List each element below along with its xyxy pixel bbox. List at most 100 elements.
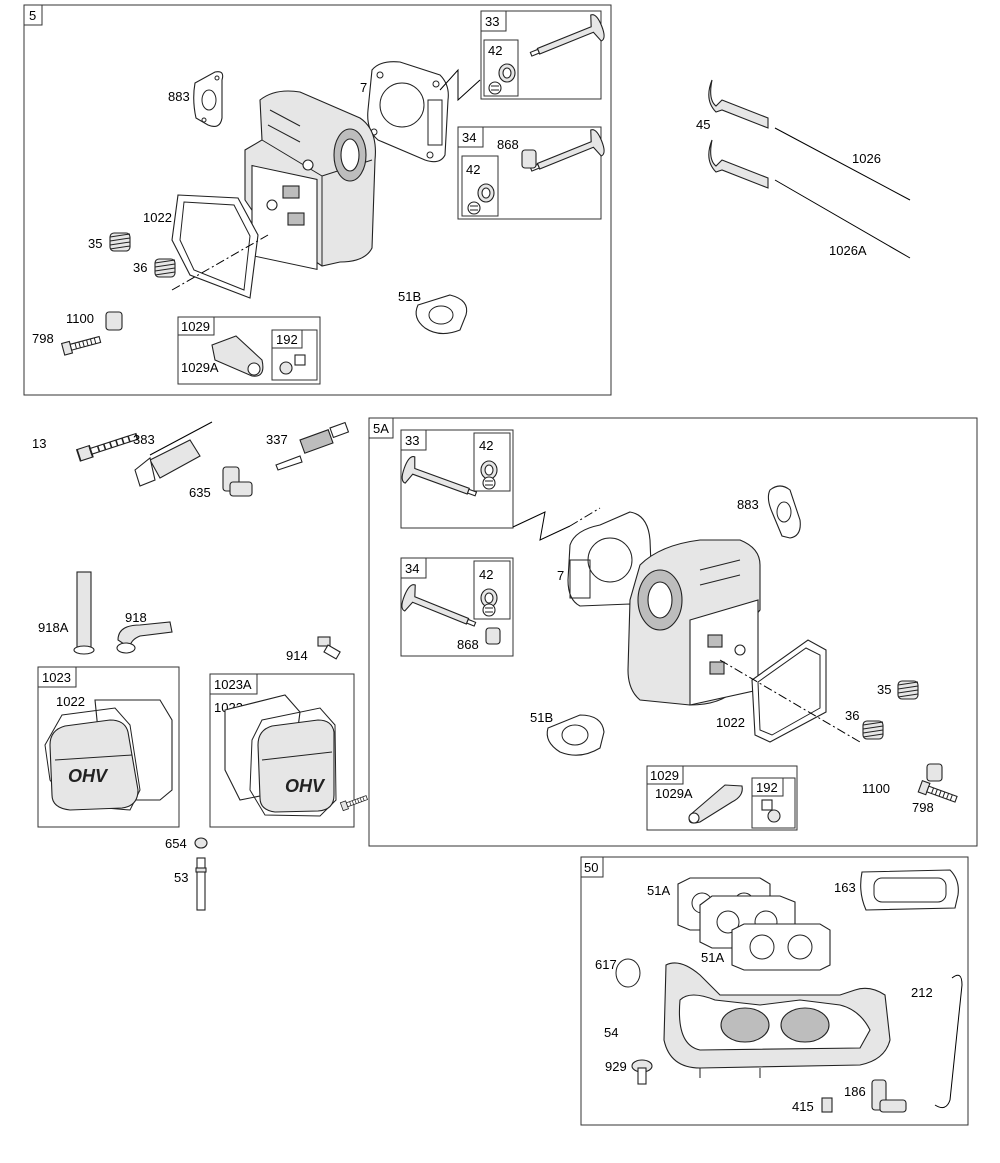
group-50: 50 51A 51A 163 617 212 — [339, 793, 969, 1126]
box-5a-1029-extra: 1029A — [655, 786, 693, 801]
box-5a-1029 — [646, 765, 798, 831]
label-383: 383 — [133, 432, 155, 447]
box-5a-34-extra: 868 — [457, 637, 479, 652]
rocker-gasket-5a-1022 — [751, 639, 827, 743]
bolt-798 — [61, 333, 102, 356]
label-53: 53 — [174, 870, 188, 885]
gasket-5a-51b — [546, 714, 605, 756]
label-13: 13 — [32, 436, 46, 451]
cover-logo-1023: OHV — [68, 766, 109, 786]
label-635: 635 — [189, 485, 211, 500]
fitting-186 — [871, 1079, 907, 1113]
valve-33 — [525, 12, 608, 68]
label-5a-35: 35 — [877, 682, 891, 697]
box-5a-33-sub: 42 — [479, 438, 493, 453]
label-415: 415 — [792, 1099, 814, 1114]
screw-914 — [317, 636, 341, 660]
cover-logo-1023a: OHV — [285, 776, 326, 796]
box-34-extra: 868 — [497, 137, 519, 152]
label-212: 212 — [911, 985, 933, 1000]
label-163: 163 — [834, 880, 856, 895]
label-929: 929 — [605, 1059, 627, 1074]
rocker-gasket-1022 — [171, 194, 259, 299]
box-1023a: 1023A 1022 OHV — [209, 673, 355, 828]
group-5-frame — [23, 4, 612, 396]
label-617: 617 — [595, 957, 617, 972]
pushrods: 45 1026 1026A — [696, 79, 911, 259]
box-1023-tag: 1023 — [42, 670, 71, 685]
label-1100: 1100 — [66, 311, 94, 326]
box-5a-34-tag: 34 — [405, 561, 419, 576]
label-35: 35 — [88, 236, 102, 251]
o-ring-617 — [615, 958, 641, 988]
cylinder-head — [244, 90, 376, 271]
label-5a-51b: 51B — [530, 710, 553, 725]
spring-5a-36 — [862, 720, 884, 740]
wire-212 — [934, 974, 963, 1109]
spring-5a-35 — [897, 680, 919, 700]
label-883: 883 — [168, 89, 190, 104]
label-918a: 918A — [38, 620, 69, 635]
box-5a-33-tag: 33 — [405, 433, 419, 448]
box-33 — [480, 10, 602, 100]
label-5a-36: 36 — [845, 708, 859, 723]
label-36: 36 — [133, 260, 147, 275]
label-51b: 51B — [398, 289, 421, 304]
label-918: 918 — [125, 610, 147, 625]
valve-34 — [525, 127, 608, 183]
box-5a-1029-tag: 1029 — [650, 768, 679, 783]
elbow-635 — [222, 466, 253, 497]
seal-42 — [498, 63, 516, 83]
box-34-sub: 42 — [466, 162, 480, 177]
label-5a-1022: 1022 — [716, 715, 745, 730]
stud-53 — [195, 857, 207, 911]
label-5a-798: 798 — [912, 800, 934, 815]
tube-918a — [73, 571, 95, 655]
group-50-tag: 50 — [584, 860, 598, 875]
head-gasket-7 — [367, 61, 449, 163]
group-5a-frame — [368, 417, 978, 847]
nut-654 — [194, 837, 208, 849]
label-1022: 1022 — [143, 210, 172, 225]
box-5a-34-sub: 42 — [479, 567, 493, 582]
box-34-tag: 34 — [462, 130, 476, 145]
box-5a-1029-sub: 192 — [756, 780, 778, 795]
spark-plug-337 — [275, 421, 350, 471]
valve-cover-1023: OHV — [49, 719, 139, 811]
label-914: 914 — [286, 648, 308, 663]
label-51a-1: 51A — [647, 883, 670, 898]
group-5a-tag: 5A — [373, 421, 389, 436]
cylinder-head-5a — [627, 539, 761, 706]
label-186: 186 — [844, 1084, 866, 1099]
label-1026: 1026 — [852, 151, 881, 166]
hose-918 — [116, 621, 173, 654]
box-33-tag: 33 — [485, 14, 499, 29]
box-1029-tag: 1029 — [181, 319, 210, 334]
box-1023-gasket: 1022 — [56, 694, 85, 709]
tappet-45 — [708, 79, 769, 189]
label-798: 798 — [32, 331, 54, 346]
gasket-51b — [415, 294, 468, 335]
rocker-arm-1029a — [211, 335, 264, 377]
retainer-1100 — [105, 311, 123, 331]
group-5: 5 883 7 — [23, 4, 612, 396]
valve-cover-1023a: OHV — [257, 719, 335, 813]
label-54: 54 — [604, 1025, 618, 1040]
gasket-163 — [860, 869, 959, 911]
exhaust-gasket-883 — [193, 71, 224, 127]
box-33-sub: 42 — [488, 43, 502, 58]
group-50-frame — [580, 856, 969, 1126]
group-5-tag: 5 — [29, 8, 36, 23]
box-34 — [457, 126, 602, 220]
label-5a-7: 7 — [557, 568, 564, 583]
box-1029 — [177, 316, 321, 385]
bolt-929 — [631, 1059, 653, 1085]
label-51a-2: 51A — [701, 950, 724, 965]
spring-36 — [154, 258, 176, 278]
label-5a-883: 883 — [737, 497, 759, 512]
group-5-tag-box — [23, 4, 43, 26]
box-1029-extra: 1029A — [181, 360, 219, 375]
label-7: 7 — [360, 80, 367, 95]
box-5a-33 — [400, 429, 514, 529]
